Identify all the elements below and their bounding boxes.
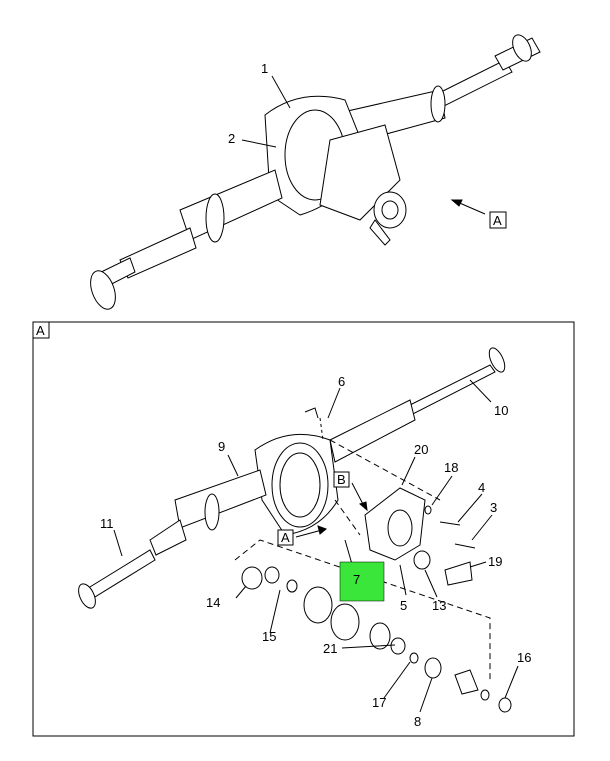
callout-17: 17	[372, 695, 386, 710]
sub-tag-b: B	[337, 472, 346, 487]
callout-1: 1	[261, 61, 268, 76]
callout-21: 21	[323, 641, 337, 656]
detail-frame	[32, 321, 575, 737]
callout-19: 19	[488, 554, 502, 569]
callout-18: 18	[444, 460, 458, 475]
callout-15: 15	[262, 629, 276, 644]
callout-5: 5	[400, 598, 407, 613]
sub-tag-a: A	[281, 530, 290, 545]
callout-6: 6	[338, 374, 345, 389]
callout-20: 20	[414, 442, 428, 457]
highlight-box	[339, 561, 385, 602]
view-tag-a: A	[493, 213, 502, 228]
callout-2: 2	[228, 131, 235, 146]
callout-4: 4	[478, 480, 485, 495]
callout-11: 11	[100, 516, 114, 531]
frame-tag: A	[36, 323, 45, 338]
callout-7: 7	[353, 572, 360, 587]
callout-10: 10	[494, 403, 508, 418]
detail-axle-assembly	[78, 347, 512, 713]
top-axle-assembly	[90, 34, 541, 310]
callout-14: 14	[206, 595, 220, 610]
callout-13: 13	[432, 598, 446, 613]
callout-9: 9	[218, 439, 225, 454]
callout-16: 16	[517, 650, 531, 665]
callout-8: 8	[414, 714, 421, 729]
callout-3: 3	[490, 500, 497, 515]
